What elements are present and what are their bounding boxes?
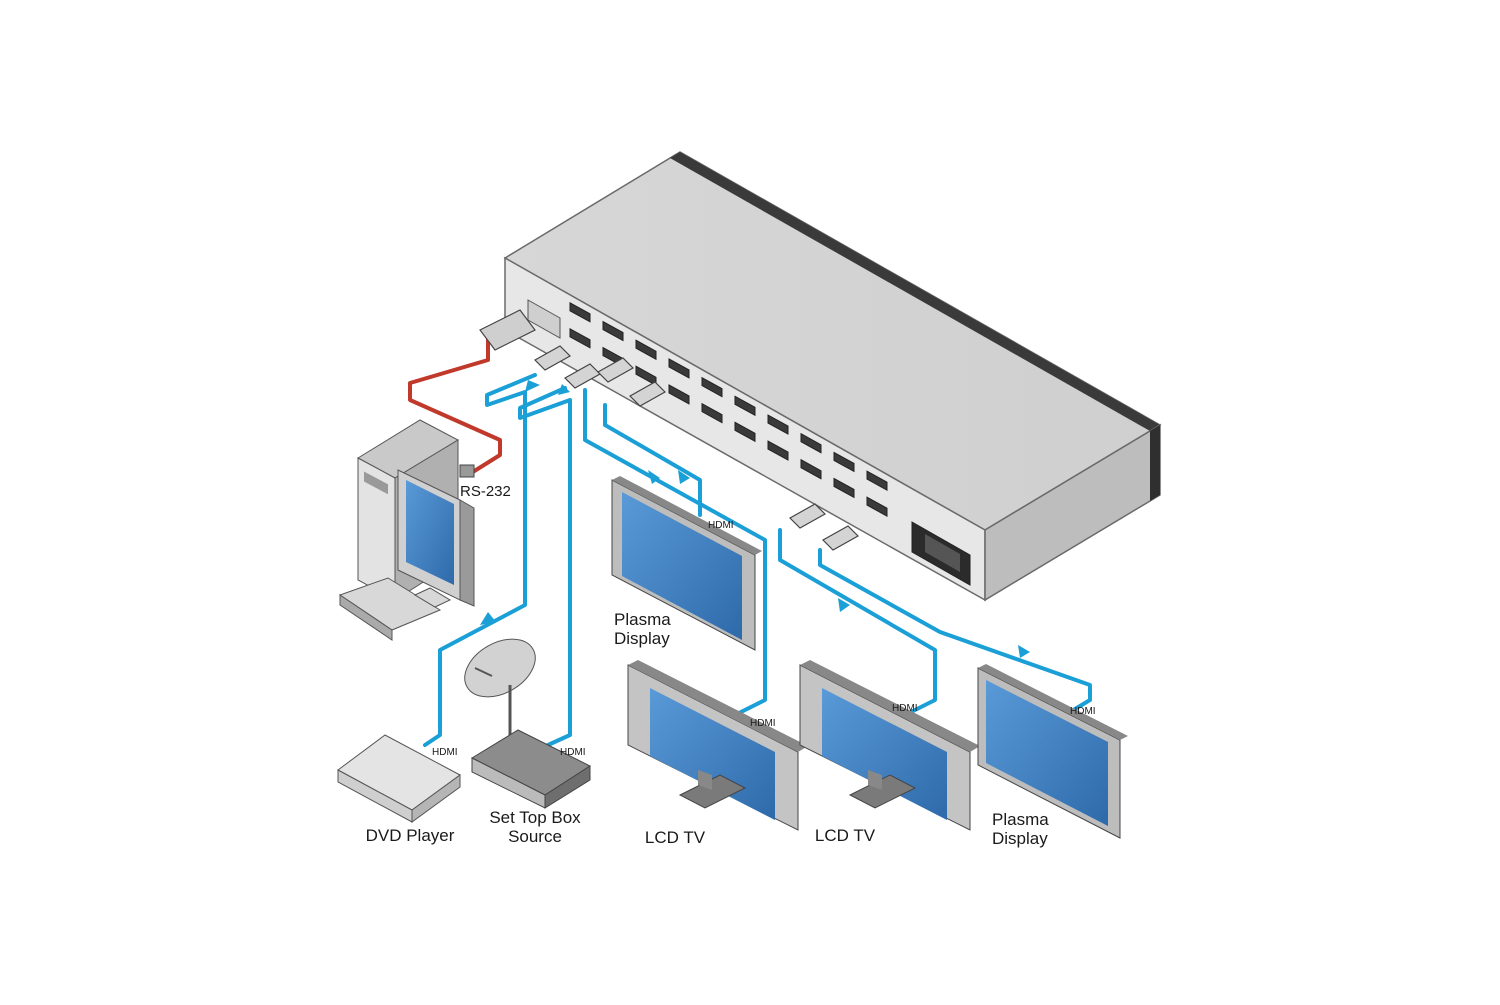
- set-top-box-icon: [470, 729, 592, 809]
- stb-label-line1: Set Top Box: [489, 808, 581, 827]
- hdmi-cable-dvd: [423, 373, 537, 747]
- hdmi-port: [734, 421, 756, 443]
- rs232-connector: [459, 464, 475, 478]
- hdmi-port: [701, 376, 723, 398]
- hdmi-label-plasma-right: HDMI: [1070, 706, 1096, 717]
- hdmi-label-lcd2: HDMI: [892, 703, 918, 714]
- hdmi-label-plasma-top: HDMI: [708, 520, 734, 531]
- lcd-tv-1-label: LCD TV: [644, 828, 706, 847]
- hdmi-plugs: [479, 309, 859, 551]
- dvd-player-label: DVD Player: [365, 826, 455, 845]
- hdmi-label-stb: HDMI: [560, 747, 586, 758]
- hdmi-port: [800, 432, 822, 454]
- plasma-display-right-icon: [977, 664, 1128, 839]
- dvd-player-icon: [337, 734, 461, 823]
- computer-icon: [338, 419, 475, 641]
- hdmi-port: [668, 384, 690, 405]
- hdmi-port: [866, 496, 888, 517]
- hdmi-port: [767, 414, 789, 435]
- lcd-tv-1-icon: [627, 660, 808, 831]
- hdmi-port: [569, 301, 591, 323]
- hdmi-port: [668, 358, 690, 379]
- hdmi-cable-lcd2: [778, 528, 937, 717]
- hdmi-port: [701, 402, 723, 424]
- hdmi-port: [767, 440, 789, 461]
- satellite-dish-icon: [464, 638, 536, 745]
- hdmi-cable-plasma-top: [603, 403, 702, 517]
- hdmi-port: [569, 327, 591, 349]
- plasma-display-top-icon: [611, 476, 762, 651]
- lcd-tv-2-icon: [799, 660, 980, 831]
- hdmi-label-dvd: HDMI: [432, 747, 458, 758]
- hdmi-port: [635, 339, 657, 361]
- plasma-top-label-line1: Plasma: [614, 610, 671, 629]
- hdmi-port: [602, 320, 624, 342]
- hdmi-port-grid: [569, 301, 888, 517]
- hdmi-port: [833, 451, 855, 473]
- hdmi-port: [866, 470, 888, 491]
- rs232-label: RS-232: [460, 483, 511, 500]
- plasma-right-label-line1: Plasma: [992, 810, 1049, 829]
- rs232-cable: [408, 338, 502, 477]
- plasma-top-label-line2: Display: [614, 629, 670, 648]
- lcd-tv-2-label: LCD TV: [814, 826, 876, 845]
- stb-label-line2: Source: [508, 827, 562, 846]
- hdmi-label-lcd1: HDMI: [750, 718, 776, 729]
- hdmi-port: [734, 395, 756, 417]
- hdmi-port: [800, 458, 822, 480]
- plasma-right-label-line2: Display: [992, 829, 1048, 848]
- hdmi-cable-plasma-right: [818, 548, 1092, 717]
- hdmi-cable-stb: [518, 386, 572, 747]
- hdmi-port: [833, 477, 855, 499]
- hdmi-cable-lcd1: [583, 388, 767, 717]
